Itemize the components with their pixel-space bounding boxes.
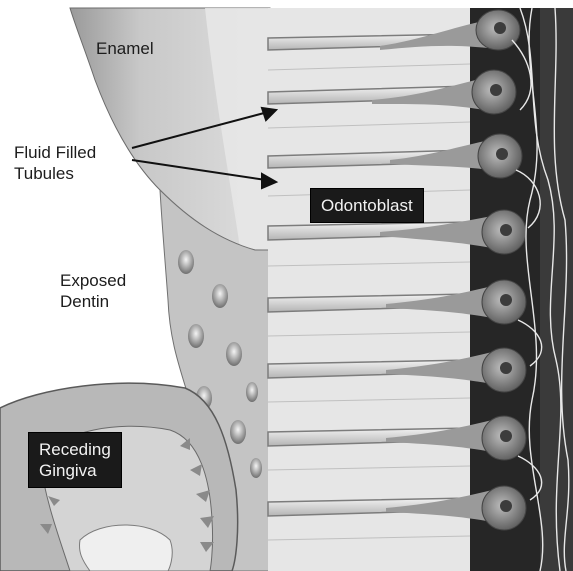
label-fluid-filled-tubules-line2: Tubules <box>14 163 96 184</box>
label-fluid-filled-tubules: Fluid Filled Tubules <box>14 142 96 184</box>
label-enamel: Enamel <box>96 38 154 59</box>
label-receding-gingiva-line1: Receding <box>39 439 111 460</box>
label-fluid-filled-tubules-line1: Fluid Filled <box>14 142 96 163</box>
label-exposed-dentin-line1: Exposed <box>60 270 126 291</box>
label-odontoblast: Odontoblast <box>310 188 424 223</box>
label-exposed-dentin: Exposed Dentin <box>60 270 126 312</box>
label-receding-gingiva: Receding Gingiva <box>28 432 122 488</box>
label-exposed-dentin-line2: Dentin <box>60 291 126 312</box>
label-receding-gingiva-line2: Gingiva <box>39 460 111 481</box>
